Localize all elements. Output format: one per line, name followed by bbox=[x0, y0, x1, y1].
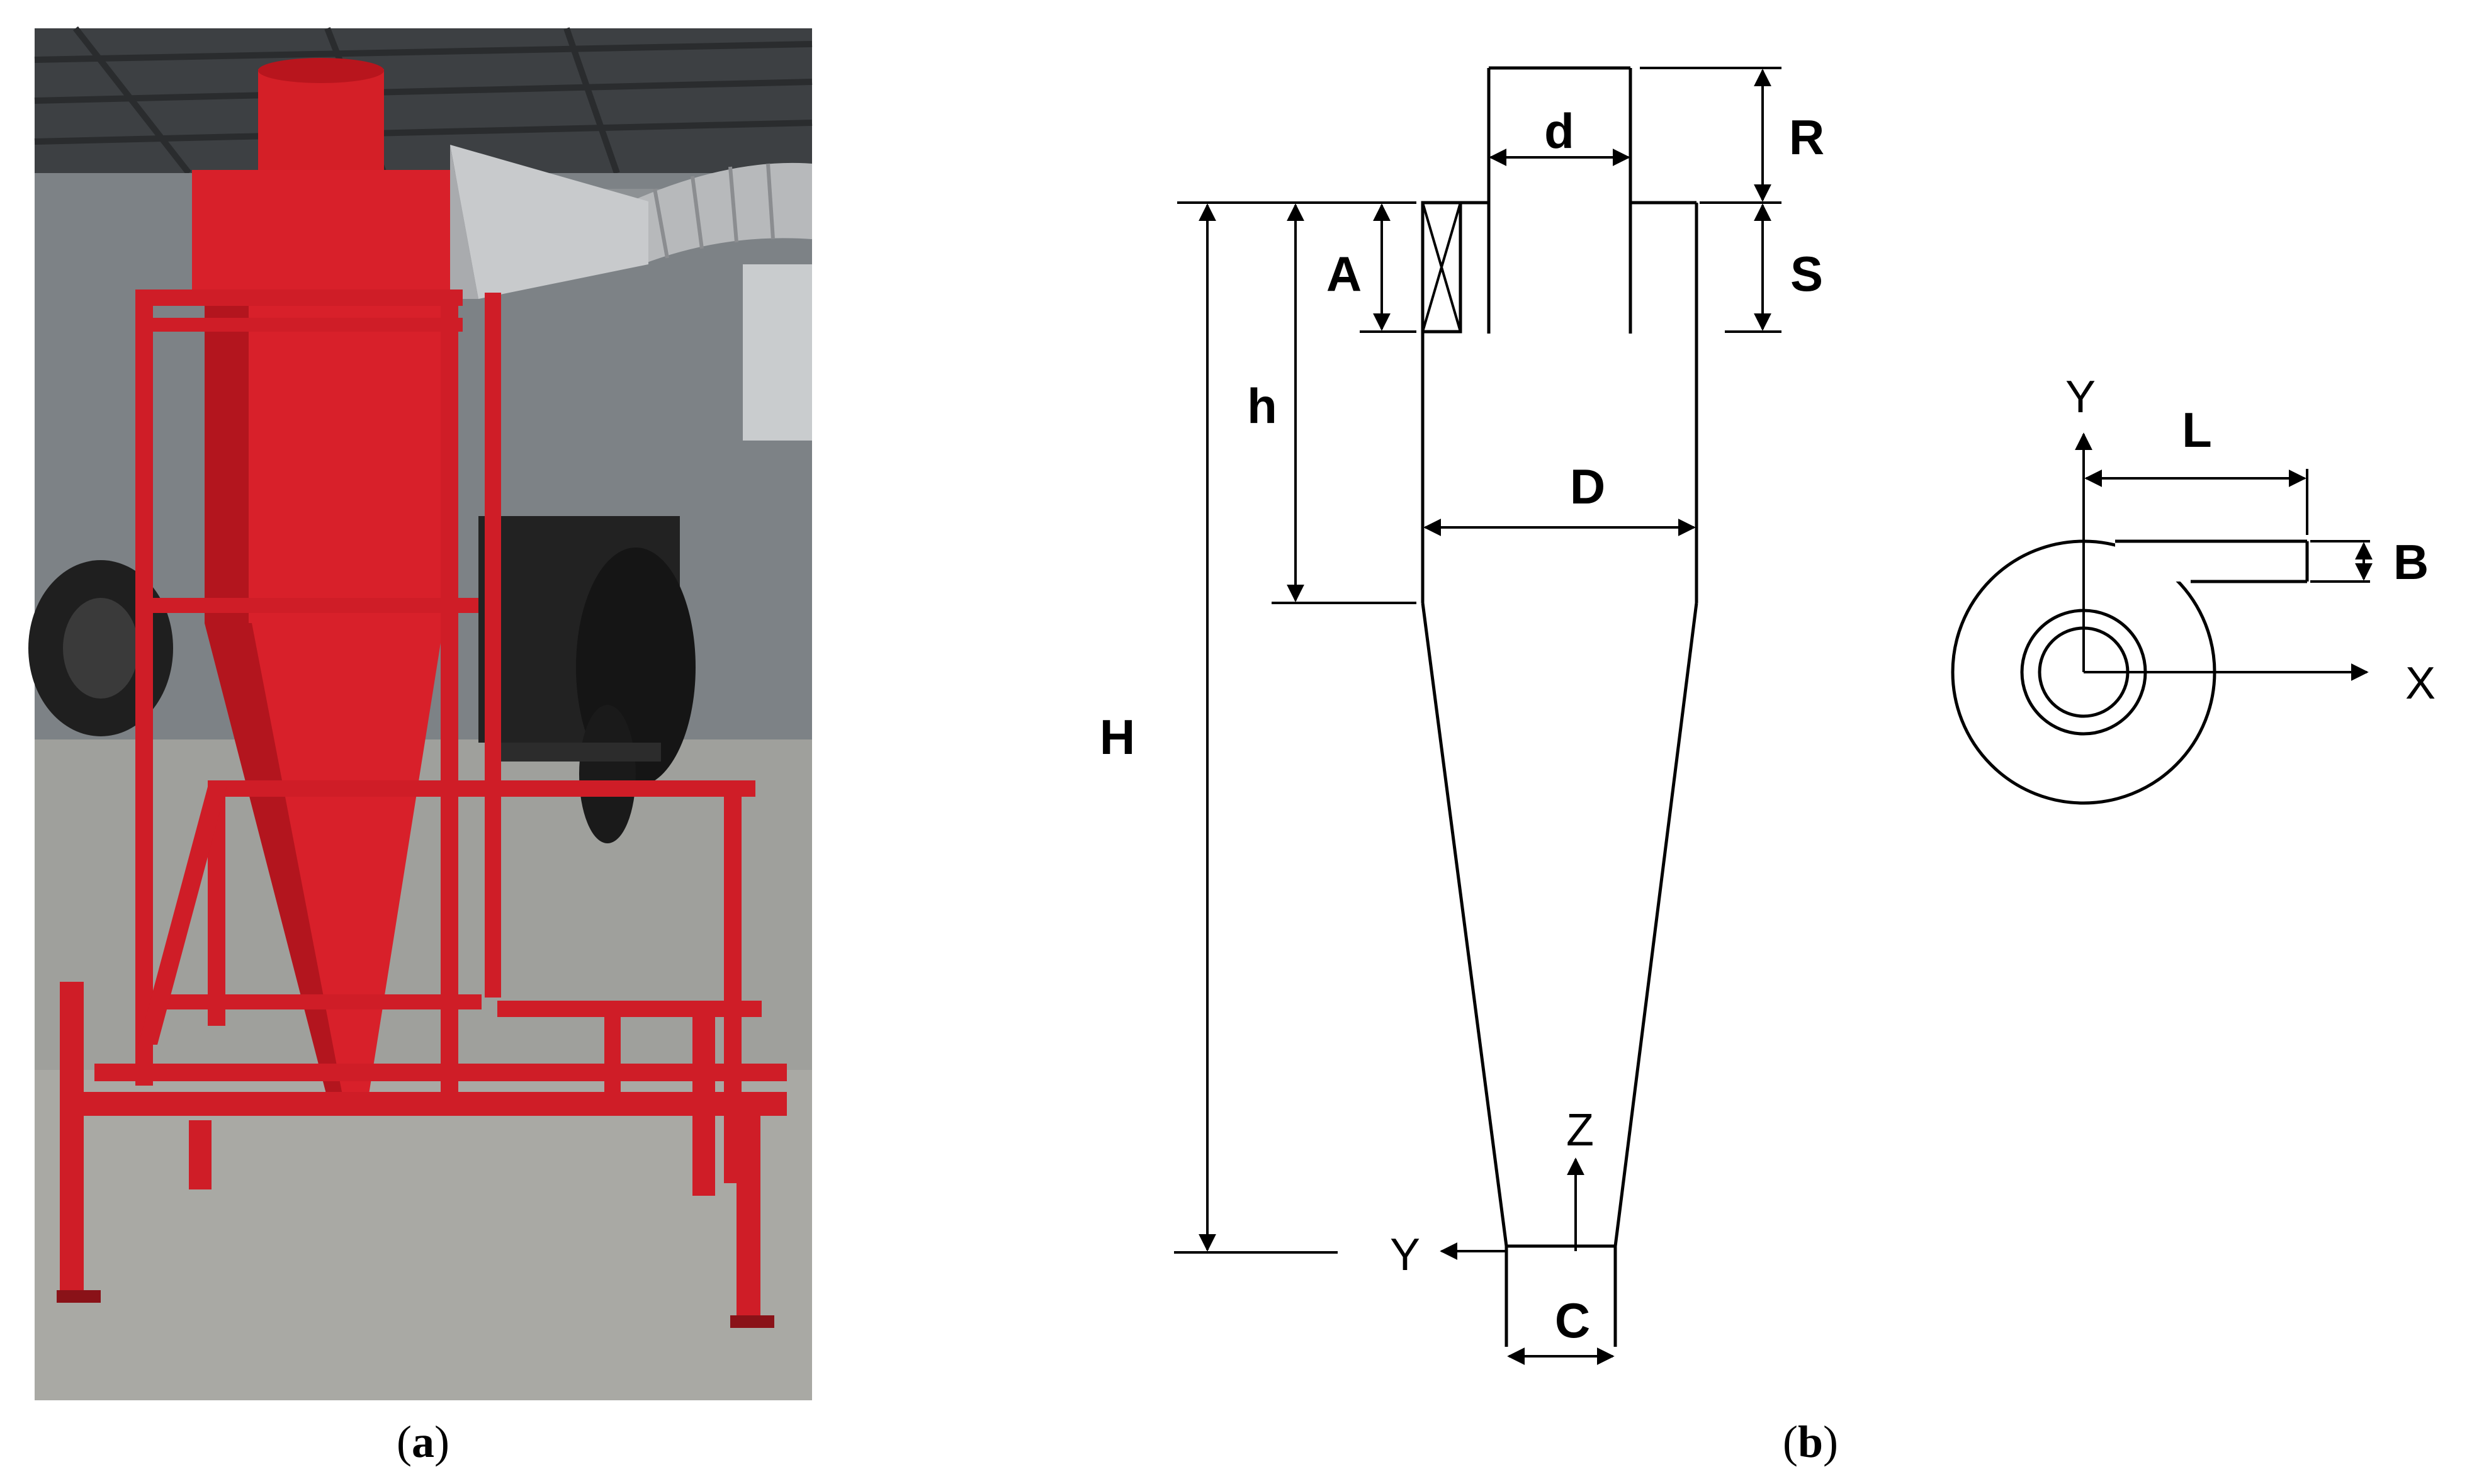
caption-b: (b) bbox=[1783, 1417, 1838, 1467]
label-L: L bbox=[2182, 402, 2212, 458]
label-R: R bbox=[1789, 110, 1824, 165]
cone-right-wall bbox=[1613, 602, 1698, 1247]
cyclone-photo bbox=[28, 26, 813, 1400]
side-view-drawing: d R S A h D H C Z Y bbox=[1100, 66, 1824, 1365]
top-view-drawing: Y X L B bbox=[1951, 372, 2436, 805]
cone-left-wall bbox=[1421, 602, 1508, 1247]
label-A: A bbox=[1326, 246, 1362, 301]
label-S: S bbox=[1790, 246, 1823, 301]
caption-a: (a) bbox=[397, 1417, 449, 1467]
label-axis-z: Z bbox=[1566, 1105, 1594, 1155]
label-top-axis-x: X bbox=[2405, 658, 2436, 709]
label-d: d bbox=[1544, 103, 1574, 159]
inlet-duct bbox=[2115, 541, 2304, 582]
label-axis-y: Y bbox=[1390, 1230, 1420, 1280]
label-h: h bbox=[1247, 378, 1277, 434]
label-C: C bbox=[1555, 1293, 1590, 1348]
label-B: B bbox=[2393, 534, 2429, 590]
label-D: D bbox=[1570, 459, 1605, 514]
label-H: H bbox=[1100, 709, 1135, 765]
label-top-axis-y: Y bbox=[2065, 372, 2096, 422]
